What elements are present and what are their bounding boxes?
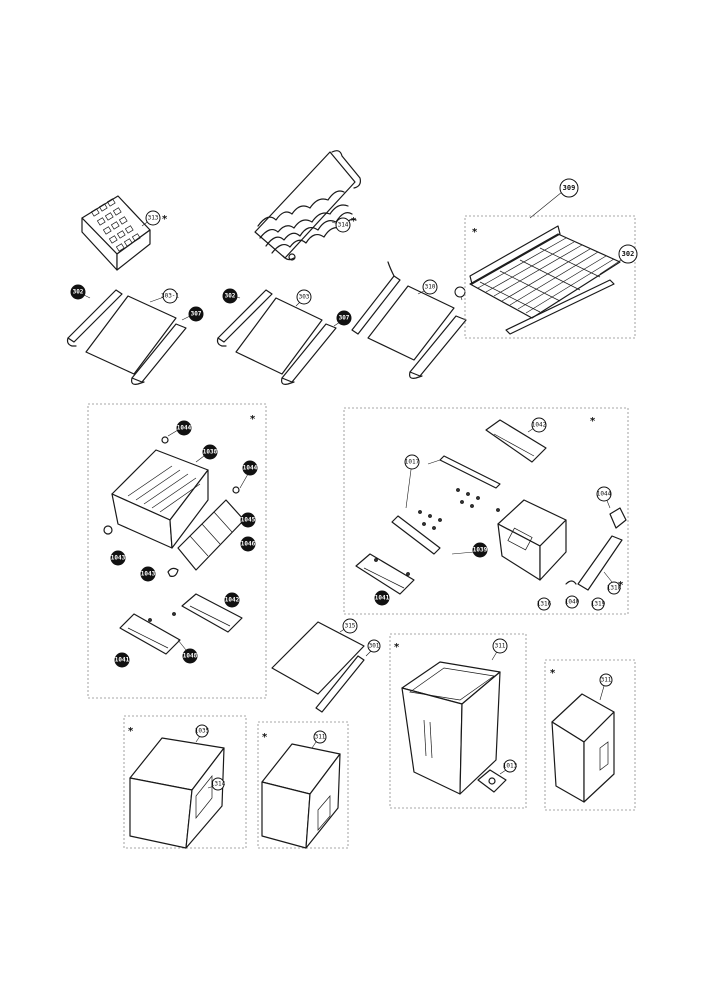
right-bin-part xyxy=(551,673,615,803)
star-mark: * xyxy=(394,642,400,653)
crisper-box-label: 1316 xyxy=(537,601,552,608)
pan-cover-glass-label: 315 xyxy=(345,623,356,630)
shelf-a-right-trim-label: 307 xyxy=(191,311,202,318)
crisper-panel-label: 1318 xyxy=(607,585,622,592)
star-mark: * xyxy=(351,216,357,227)
drawer-group-box xyxy=(87,403,267,699)
drawer-rail-right-label: 1042 xyxy=(225,597,240,604)
wire-shelf-rail-label: 302 xyxy=(622,250,635,258)
shelf-a-left-trim-label: 302 xyxy=(73,289,84,296)
right-bin-group-box xyxy=(544,659,636,811)
big-bin-knob-label: 1013 xyxy=(503,763,518,770)
shelf-b-glass-label: 303 xyxy=(299,294,310,301)
glass-shelf-b xyxy=(216,288,352,385)
big-bin-group-box xyxy=(389,633,527,809)
star-mark: * xyxy=(472,227,478,238)
drawer-rail-left-label: 1041 xyxy=(115,657,130,664)
drawer-cover-part xyxy=(140,460,258,582)
crisper-rail-right-label: 1042 xyxy=(532,422,547,429)
star-mark: * xyxy=(262,732,268,743)
drawer-left-cap-label: 1043 xyxy=(111,555,126,562)
wine-rack-label: 314 xyxy=(338,222,349,229)
big-bin-label: 311 xyxy=(495,643,506,650)
shelf-c-glass-label: 310 xyxy=(425,284,436,291)
bottom-left-bin-label: 1035 xyxy=(195,728,210,735)
shelf-a-glass-label: 303-1 xyxy=(161,293,179,300)
crisper-panel-lower-label: 1319 xyxy=(591,601,606,608)
crisper-group-box xyxy=(343,407,629,615)
ice-tray-label: 313 xyxy=(148,215,159,222)
star-mark: * xyxy=(550,668,556,679)
pan-cover-trim-label: 301 xyxy=(369,643,380,650)
glass-shelf-a xyxy=(66,284,204,385)
crisper-screw-label: 1039 xyxy=(473,547,488,554)
bottom-mid-bin-group-box xyxy=(257,721,349,849)
crisper-rail-left-label: 1041 xyxy=(375,595,390,602)
drawer-hinge-label: 1043 xyxy=(141,571,156,578)
bottom-left-bin-window-label: 1314 xyxy=(211,781,226,788)
wire-shelf-label: 309 xyxy=(563,184,576,192)
ice-tray-part xyxy=(81,195,161,271)
drawer-cover-lower-label: 1046 xyxy=(241,541,256,548)
shelf-b-right-trim-label: 307 xyxy=(339,315,350,322)
wine-rack-part xyxy=(254,150,361,261)
bottom-left-bin-group-box xyxy=(123,715,247,849)
big-bin-part xyxy=(401,638,517,795)
glass-shelf-c xyxy=(351,261,467,379)
wire-shelf-part xyxy=(469,178,638,335)
pan-cover-part xyxy=(271,618,381,713)
star-mark: * xyxy=(618,580,624,591)
star-mark: * xyxy=(590,416,596,427)
right-bin-label: 311 xyxy=(601,677,612,684)
star-mark: * xyxy=(128,726,134,737)
wire-shelf-group-box xyxy=(464,215,636,339)
drawer-side-knob-label: 1044 xyxy=(243,465,258,472)
star-mark: * xyxy=(250,414,256,425)
crisper-clip-label: 1044 xyxy=(597,491,612,498)
star-mark: * xyxy=(162,214,168,225)
shelf-b-left-trim-label: 302 xyxy=(225,293,236,300)
drawer-rails-part xyxy=(114,592,243,668)
drawer-box-label: 1038 xyxy=(203,449,218,456)
drawer-cap-top-label: 1044 xyxy=(177,425,192,432)
drawer-cover-label: 1045 xyxy=(241,517,256,524)
drawer-rail-lower-label: 1048 xyxy=(183,653,198,660)
bottom-mid-bin-label: 311 xyxy=(315,734,326,741)
crisper-parts: * xyxy=(355,417,627,611)
bottom-left-bin-part xyxy=(129,724,225,849)
crisper-lever-label: 1040 xyxy=(565,599,580,606)
drawer-box-part xyxy=(103,420,218,566)
crisper-bar-label: 1017 xyxy=(405,459,420,466)
bottom-mid-bin-part xyxy=(261,730,341,849)
